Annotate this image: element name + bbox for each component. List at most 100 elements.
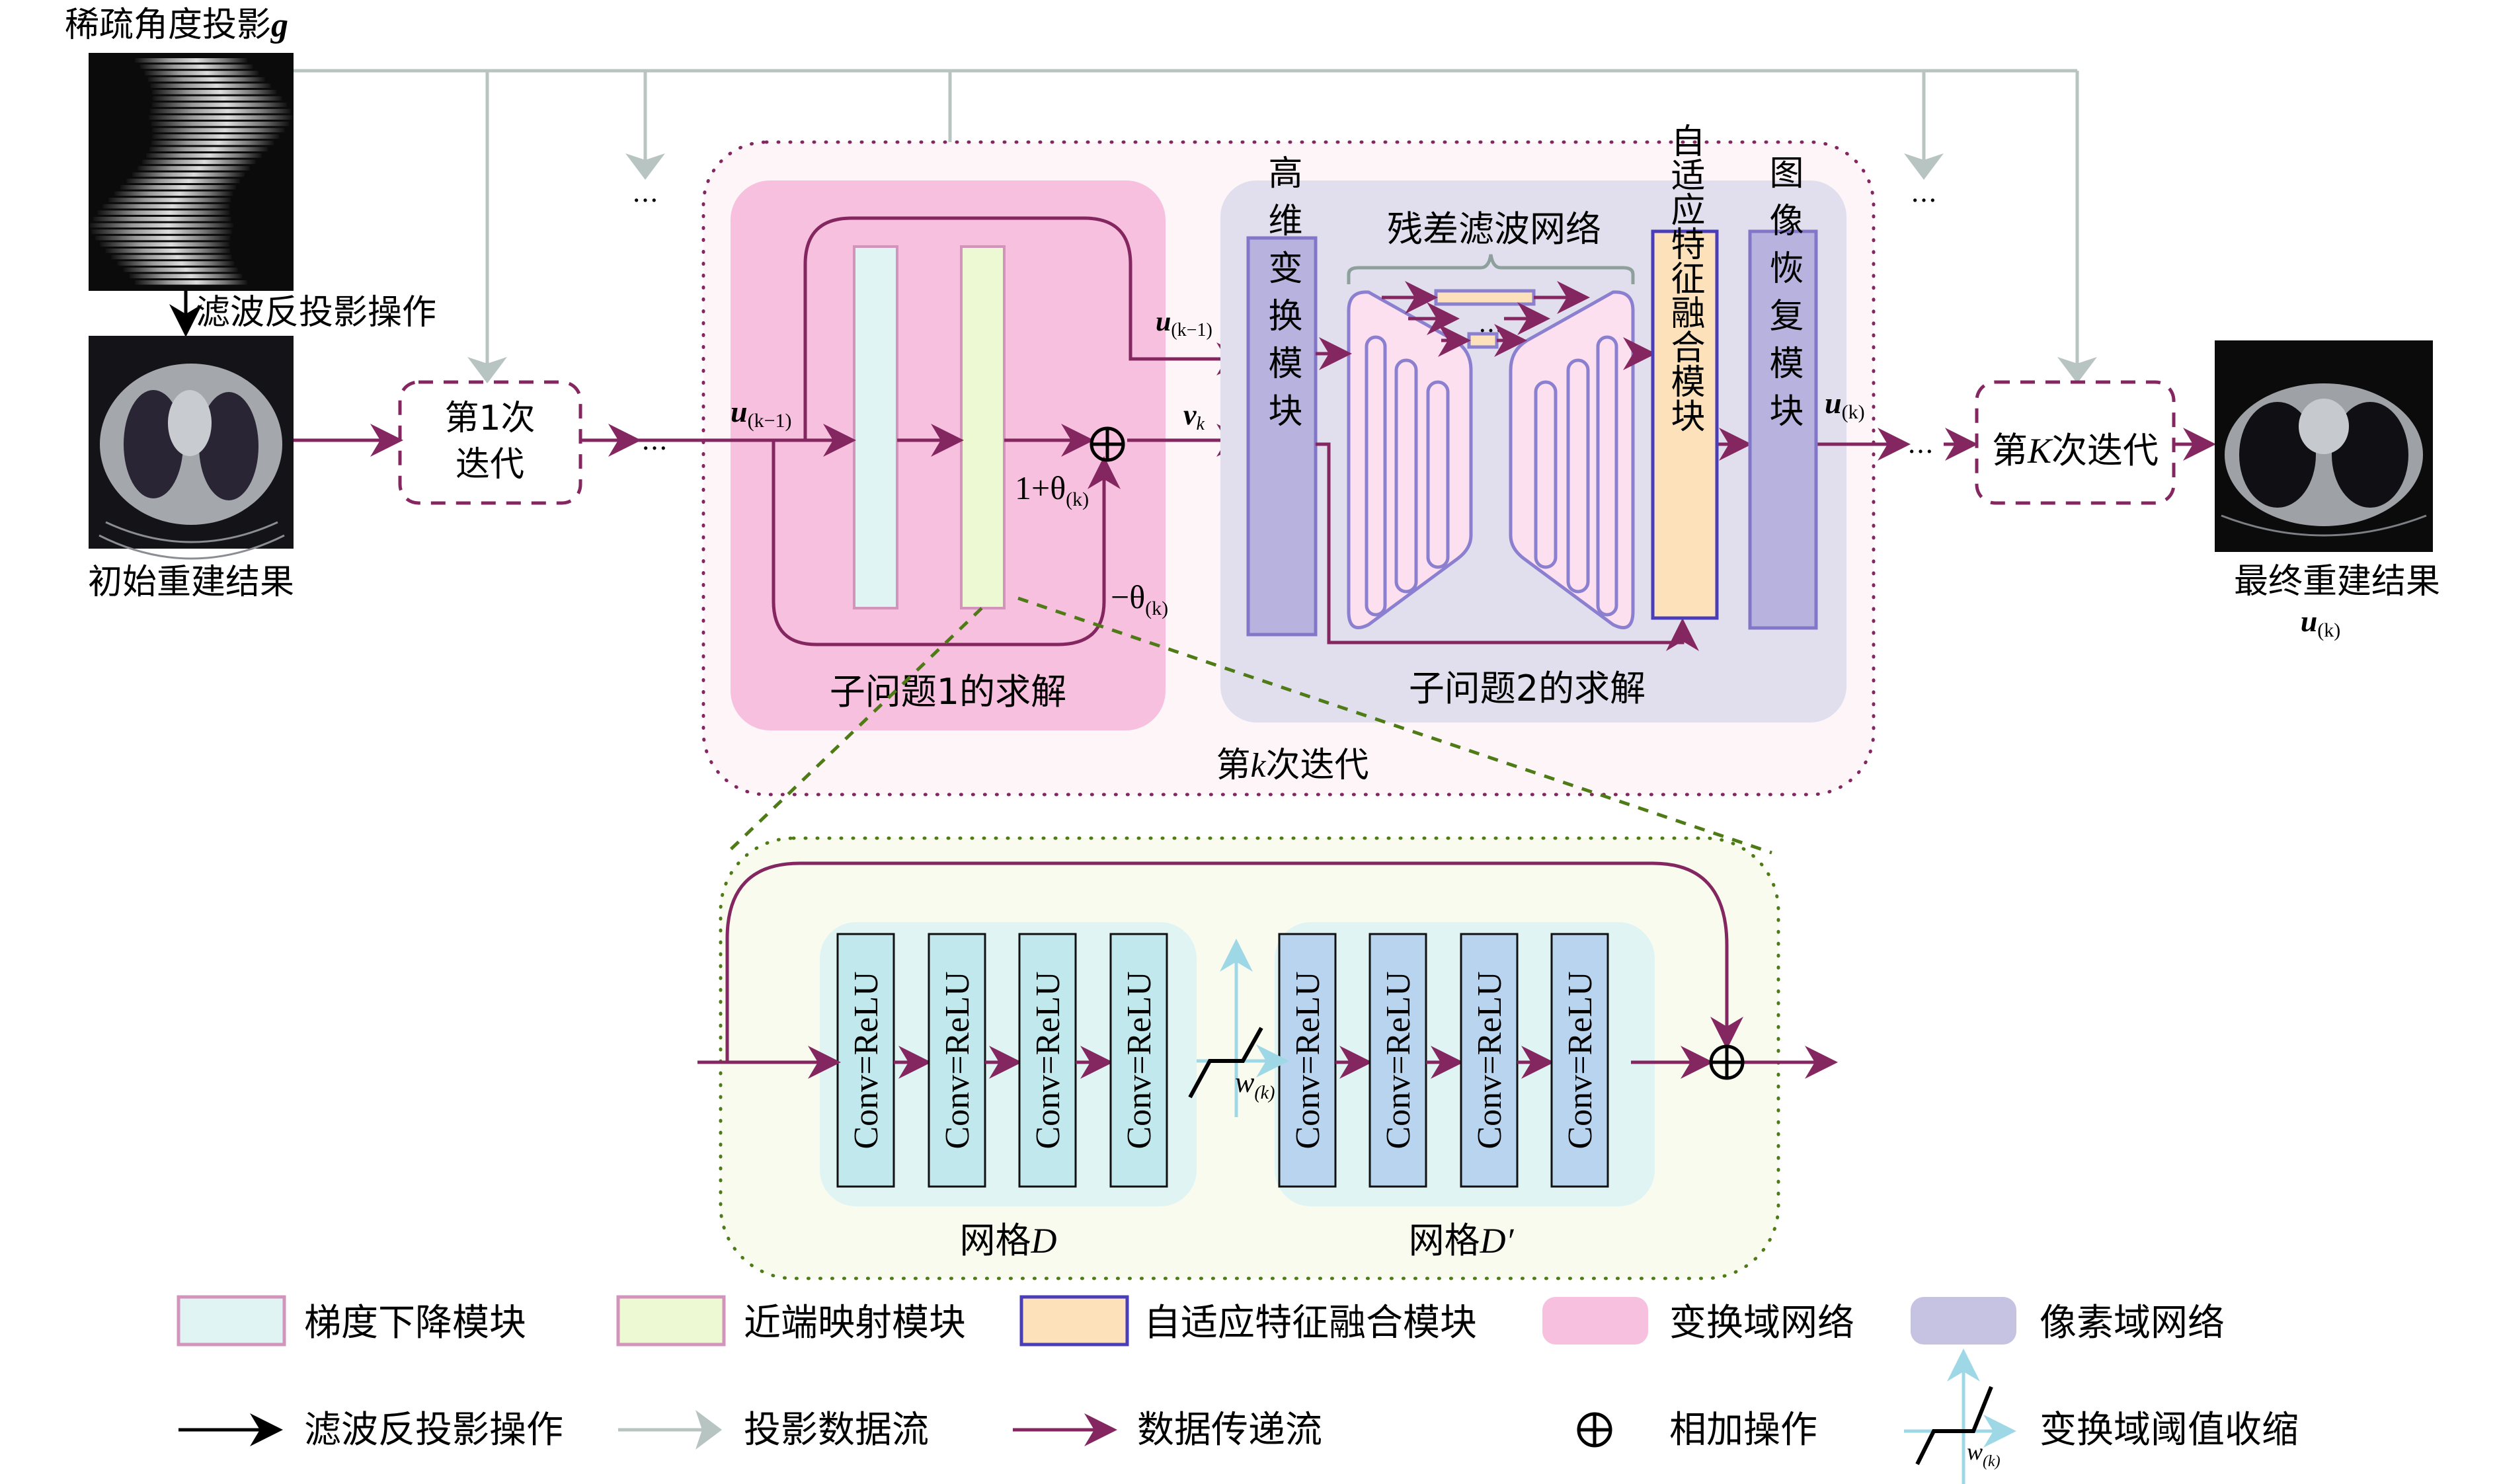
legend-label: 变换域网络 <box>1669 1302 1854 1345</box>
conv-relu-label: Conv=ReLU <box>1121 971 1158 1149</box>
legend-swatch <box>1542 1297 1648 1345</box>
sinogram-band <box>91 229 233 234</box>
sinogram-band <box>129 274 243 278</box>
legend-item-circled-plus: 相加操作 <box>1577 1409 1817 1452</box>
sinogram-band <box>152 134 280 139</box>
sinogram-band <box>100 242 230 247</box>
threshold-icon: w(k) <box>1904 1348 2016 1484</box>
legend-label: 梯度下降模块 <box>304 1302 526 1345</box>
image-restore-module[interactable] <box>1748 229 1818 630</box>
u-prev-label-sub1: u(k−1) <box>731 395 792 432</box>
svg-text:迭代: 迭代 <box>456 445 524 485</box>
final-result-label: 最终重建结果 <box>2234 562 2440 602</box>
ellipsis-left: … <box>632 178 658 208</box>
legend-item-purple-arrow: 数据传递流 <box>1013 1409 1322 1452</box>
sinogram-band <box>135 280 247 285</box>
legend-label: 近端映射模块 <box>744 1302 966 1345</box>
coef-one-plus-theta: 1+θ(k) <box>1015 469 1089 510</box>
sinogram-band <box>135 58 247 63</box>
iteration-k-label: 第k次迭代 <box>1216 746 1368 785</box>
svg-text:第K次迭代: 第K次迭代 <box>1992 430 2159 471</box>
v-k-label: vk <box>1183 399 1205 434</box>
sinogram-band <box>144 71 259 75</box>
conv-relu-block[interactable]: Conv=ReLU <box>1109 933 1168 1188</box>
conv-relu-label: Conv=ReLU <box>1029 971 1067 1149</box>
conv-relu-block[interactable]: Conv=ReLU <box>1018 933 1077 1188</box>
iteration-1-box[interactable]: 第1次 迭代 <box>398 380 582 505</box>
svg-text:第1次: 第1次 <box>444 399 535 438</box>
sinogram-band <box>152 96 282 101</box>
sinogram-band <box>147 77 265 82</box>
sinogram-band <box>151 102 288 107</box>
threshold-shrink-icon <box>1188 939 1289 1117</box>
high-dim-transform-module[interactable] <box>1246 236 1318 637</box>
conv-relu-block[interactable]: Conv=ReLU <box>1368 933 1427 1188</box>
conv-relu-label: Conv=ReLU <box>1471 971 1509 1149</box>
legend-label: 变换域阈值收缩 <box>2040 1409 2299 1452</box>
conv-relu-block[interactable]: Conv=ReLU <box>1278 933 1337 1188</box>
legend-swatch <box>1911 1297 2016 1345</box>
sinogram-band <box>151 90 277 95</box>
grid-dprime-label: 网格D′ <box>1409 1220 1515 1261</box>
sinogram-band <box>150 83 271 88</box>
conv-relu-block[interactable]: Conv=ReLU <box>1550 933 1609 1188</box>
sinogram-band <box>97 210 230 215</box>
sinogram-band <box>137 166 251 171</box>
sinogram-band <box>123 267 238 272</box>
sinogram-band <box>146 153 262 158</box>
iteration-K-box[interactable]: 第K次迭代 <box>1975 380 2176 505</box>
sinogram-image <box>89 53 294 291</box>
sinogram-band <box>126 178 240 183</box>
gradient-descent-block-full[interactable] <box>853 245 898 609</box>
adaptive-fusion-module[interactable] <box>1651 229 1719 620</box>
final-result-symbol: u(k) <box>2301 604 2341 641</box>
skip-ellipsis: … <box>1478 309 1503 338</box>
legend-swatch <box>1019 1295 1129 1347</box>
conv-relu-label: Conv=ReLU <box>1380 971 1417 1149</box>
residual-net-brace <box>1347 254 1635 284</box>
sinogram-band <box>142 159 256 165</box>
sinogram-band <box>105 249 231 253</box>
conv-relu-label: Conv=ReLU <box>1289 971 1327 1149</box>
svg-text:w(k): w(k) <box>1967 1438 2001 1470</box>
sinogram-band <box>111 254 232 260</box>
sinogram-title: 稀疏角度投影g <box>65 5 288 45</box>
sinogram-band <box>149 115 293 120</box>
conv-relu-label: Conv=ReLU <box>1562 971 1599 1149</box>
subproblem2-title: 子问题2的求解 <box>1409 668 1646 709</box>
sinogram-band <box>117 261 235 266</box>
sinogram-band <box>139 64 253 69</box>
add-operator-subnet <box>1709 1044 1745 1080</box>
subnet-flows <box>697 861 1838 1079</box>
legend-label: 相加操作 <box>1669 1409 1817 1452</box>
legend-item-threshold: w(k) 变换域阈值收缩 <box>1904 1348 2299 1484</box>
image-restore-label: 图像恢复模块 <box>1763 155 1803 440</box>
add-operator-sub1 <box>1090 426 1125 462</box>
grid-dprime-conv-blocks: Conv=ReLU Conv=ReLU Conv=ReLU Conv=ReLU <box>1278 933 1609 1188</box>
legend-item-black-arrow: 滤波反投影操作 <box>178 1409 563 1452</box>
sinogram-band <box>132 172 245 177</box>
coef-minus-theta: −θ(k) <box>1111 578 1168 619</box>
u-prev-label-sub2: u(k−1) <box>1156 307 1212 340</box>
legend: 梯度下降模块近端映射模块自适应特征融合模块变换域网络像素域网络滤波反投影操作投影… <box>177 1295 2299 1484</box>
high-dim-transform-label: 高维变换模块 <box>1262 155 1302 440</box>
ellipsis-right: … <box>1911 178 1937 208</box>
sinogram-band <box>151 140 274 145</box>
initial-result-label: 初始重建结果 <box>88 563 294 602</box>
conv-relu-block[interactable]: Conv=ReLU <box>836 933 895 1188</box>
sinogram-band <box>149 108 292 114</box>
sinogram-band <box>114 191 233 196</box>
legend-item-transform: 变换域网络 <box>1542 1297 1854 1345</box>
conv-relu-block[interactable]: Conv=ReLU <box>1460 933 1519 1188</box>
conv-relu-block[interactable]: Conv=ReLU <box>928 933 986 1188</box>
sinogram-band <box>120 185 236 190</box>
grid-d-label: 网格D <box>960 1220 1057 1261</box>
legend-item-proximal: 近端映射模块 <box>616 1295 966 1347</box>
legend-label: 自适应特征融合模块 <box>1144 1302 1477 1345</box>
proximal-mapping-block[interactable] <box>960 245 1006 609</box>
legend-label: 数据传递流 <box>1137 1409 1322 1452</box>
projection-data-flow <box>294 69 2097 383</box>
zoom-link-lines <box>726 596 1772 855</box>
u-k-output-label: u(k) <box>1825 386 1865 423</box>
